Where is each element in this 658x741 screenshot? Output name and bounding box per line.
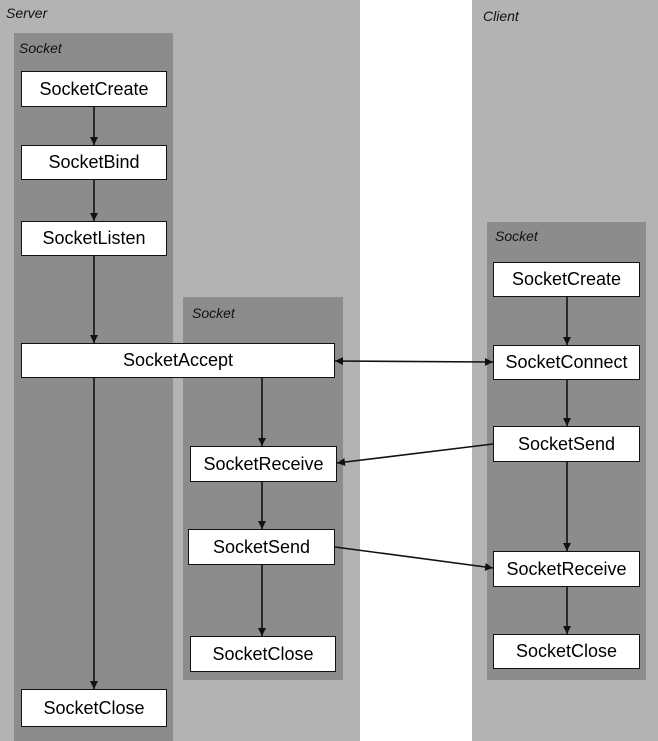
client-socket-close-node[interactable]: SocketClose (493, 634, 640, 669)
server-lane-label: Server (6, 5, 48, 21)
server-socket-close-node[interactable]: SocketClose (21, 689, 167, 727)
server-socket-create-node[interactable]: SocketCreate (21, 71, 167, 107)
server-socket-accept-node[interactable]: SocketAccept (21, 343, 335, 378)
worker-socket-group-label: Socket (192, 305, 235, 321)
client-socket-receive-node[interactable]: SocketReceive (493, 551, 640, 587)
arrow-client-send-to-worker-receive (336, 443, 494, 467)
arrow-worker-send-to-client-receive (334, 546, 494, 571)
worker-socket-send-node[interactable]: SocketSend (188, 529, 335, 565)
client-lane-label: Client (483, 8, 519, 24)
arrow-accept-connect-bidirectional (334, 357, 494, 366)
worker-socket-close-node[interactable]: SocketClose (190, 636, 336, 672)
server-socket-group-label: Socket (19, 40, 62, 56)
client-socket-group-label: Socket (495, 228, 538, 244)
client-socket-send-node[interactable]: SocketSend (493, 426, 640, 462)
server-socket-listen-node[interactable]: SocketListen (21, 221, 167, 256)
client-socket-connect-node[interactable]: SocketConnect (493, 345, 640, 380)
worker-socket-receive-node[interactable]: SocketReceive (190, 446, 337, 482)
server-socket-bind-node[interactable]: SocketBind (21, 145, 167, 180)
client-socket-create-node[interactable]: SocketCreate (493, 262, 640, 297)
